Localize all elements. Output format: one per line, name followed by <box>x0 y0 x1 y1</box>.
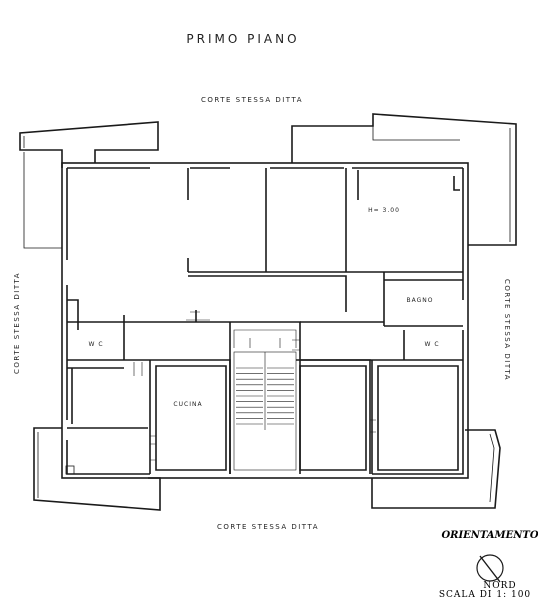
room-label-kitchen: CUCINA <box>173 401 202 408</box>
room-label-wc-right: W C <box>424 341 439 348</box>
room-label-wc-left: W C <box>88 341 103 348</box>
scale-label: SCALA DI 1: 100 <box>439 590 531 600</box>
balcony-top-left <box>19 121 159 249</box>
height-note: H= 3.00 <box>368 207 400 214</box>
balcony-bottom-left <box>33 427 161 511</box>
north-arrow-icon <box>479 555 501 583</box>
balcony-top-right <box>291 113 517 246</box>
courtyard-label-left: CORTE STESSA DITTA <box>13 272 21 374</box>
door-marks <box>133 311 376 461</box>
courtyard-label-bottom: CORTE STESSA DITTA <box>217 523 319 531</box>
courtyard-label-top: CORTE STESSA DITTA <box>201 96 303 104</box>
outer-walls <box>61 162 469 479</box>
orientation-label: ORIENTAMENTO <box>441 530 538 541</box>
staircase <box>233 329 297 471</box>
compass-icon <box>476 554 504 582</box>
north-label: NORD <box>483 581 516 591</box>
plan-title: PRIMO PIANO <box>186 32 299 46</box>
interior-walls <box>67 168 463 474</box>
room-label-bathroom: BAGNO <box>407 297 434 304</box>
courtyard-label-right: CORTE STESSA DITTA <box>503 279 511 381</box>
orientation-legend: ORIENTAMENTO NORD SCALA DI 1: 100 <box>439 530 538 600</box>
balcony-bottom-right <box>371 429 501 509</box>
